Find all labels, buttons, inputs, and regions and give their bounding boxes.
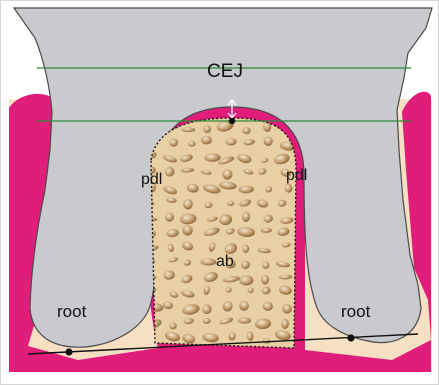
pdl-label-right: pdl: [286, 167, 307, 184]
root-label-right: root: [341, 302, 371, 321]
root-label-left: root: [57, 302, 87, 321]
bone-crest-point: [229, 118, 235, 124]
pdl-label-left: pdl: [141, 171, 162, 188]
bone-pore: [165, 213, 174, 222]
ab-label: ab: [216, 253, 234, 270]
cej-label: CEJ: [207, 61, 243, 82]
bone-pore: [203, 318, 211, 324]
root-apex-point-right: [347, 334, 354, 341]
bone-pore: [182, 127, 196, 132]
bone-pore: [238, 318, 251, 324]
root-apex-point-left: [65, 348, 72, 355]
